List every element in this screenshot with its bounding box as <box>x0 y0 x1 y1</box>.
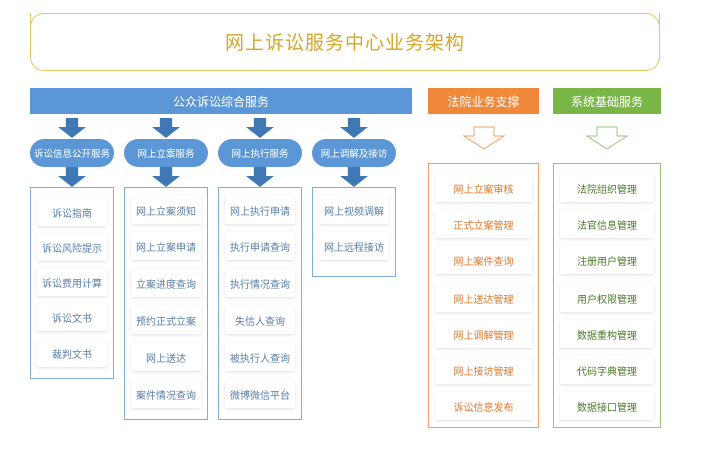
list-item: 诉讼信息发布 <box>435 392 532 420</box>
list-item: 失信人查询 <box>225 306 295 334</box>
column-header-info: 诉讼信息公开服务 <box>30 139 114 167</box>
list-item: 执行情况查询 <box>225 269 295 297</box>
down-arrow-icon <box>246 118 274 138</box>
list-item: 案件情况查询 <box>131 380 201 408</box>
list-item: 网上远程接访 <box>319 232 389 260</box>
list-item: 网上送达 <box>131 343 201 371</box>
list-item: 法官信息管理 <box>560 210 654 238</box>
list-item: 代码字典管理 <box>560 356 654 384</box>
public-services-bar: 公众诉讼综合服务 <box>30 88 412 114</box>
column-header-execution: 网上执行服务 <box>218 139 302 167</box>
column-filing: 网上立案须知 网上立案申请 立案进度查询 预约正式立案 网上送达 案件情况查询 <box>124 187 208 420</box>
list-item: 执行申请查询 <box>225 232 295 260</box>
column-header-mediation: 网上调解及接访 <box>312 139 396 167</box>
list-item: 立案进度查询 <box>131 269 201 297</box>
list-item: 诉讼风险提示 <box>37 233 107 261</box>
court-support-bar: 法院业务支撑 <box>428 88 539 114</box>
down-arrow-icon <box>246 167 274 187</box>
title-frame: 网上诉讼服务中心业务架构 <box>30 13 660 71</box>
list-item: 网上视频调解 <box>319 196 389 224</box>
list-item: 数据接口管理 <box>560 392 654 420</box>
list-item: 正式立案管理 <box>435 210 532 238</box>
column-mediation: 网上视频调解 网上远程接访 <box>312 187 396 277</box>
column-system: 法院组织管理 法官信息管理 注册用户管理 用户权限管理 数据重构管理 代码字典管… <box>553 163 661 428</box>
list-item: 网上立案申请 <box>131 232 201 260</box>
list-item: 微博微信平台 <box>225 380 295 408</box>
down-arrow-icon <box>58 118 86 138</box>
hollow-down-arrow-icon <box>462 126 506 150</box>
list-item: 预约正式立案 <box>131 306 201 334</box>
down-arrow-icon <box>340 118 368 138</box>
list-item: 诉讼指南 <box>37 198 107 226</box>
list-item: 数据重构管理 <box>560 320 654 348</box>
down-arrow-icon <box>58 167 86 187</box>
column-execution: 网上执行申请 执行申请查询 执行情况查询 失信人查询 被执行人查询 微博微信平台 <box>218 187 302 420</box>
system-services-bar: 系统基础服务 <box>553 88 661 114</box>
list-item: 注册用户管理 <box>560 246 654 274</box>
column-info: 诉讼指南 诉讼风险提示 诉讼费用计算 诉讼文书 裁判文书 <box>30 187 114 379</box>
list-item: 网上立案审核 <box>435 174 532 202</box>
list-item: 用户权限管理 <box>560 284 654 312</box>
list-item: 被执行人查询 <box>225 343 295 371</box>
down-arrow-icon <box>152 167 180 187</box>
list-item: 诉讼文书 <box>37 303 107 331</box>
list-item: 法院组织管理 <box>560 174 654 202</box>
column-header-filing: 网上立案服务 <box>124 139 208 167</box>
list-item: 网上送达管理 <box>435 284 532 312</box>
list-item: 裁判文书 <box>37 339 107 367</box>
list-item: 网上执行申请 <box>225 196 295 224</box>
page-title: 网上诉讼服务中心业务架构 <box>224 32 465 54</box>
column-court: 网上立案审核 正式立案管理 网上案件查询 网上送达管理 网上调解管理 网上接访管… <box>428 163 539 428</box>
list-item: 网上案件查询 <box>435 246 532 274</box>
list-item: 诉讼费用计算 <box>37 268 107 296</box>
down-arrow-icon <box>152 118 180 138</box>
down-arrow-icon <box>340 167 368 187</box>
list-item: 网上调解管理 <box>435 320 532 348</box>
list-item: 网上立案须知 <box>131 196 201 224</box>
hollow-down-arrow-icon <box>585 126 629 150</box>
list-item: 网上接访管理 <box>435 356 532 384</box>
